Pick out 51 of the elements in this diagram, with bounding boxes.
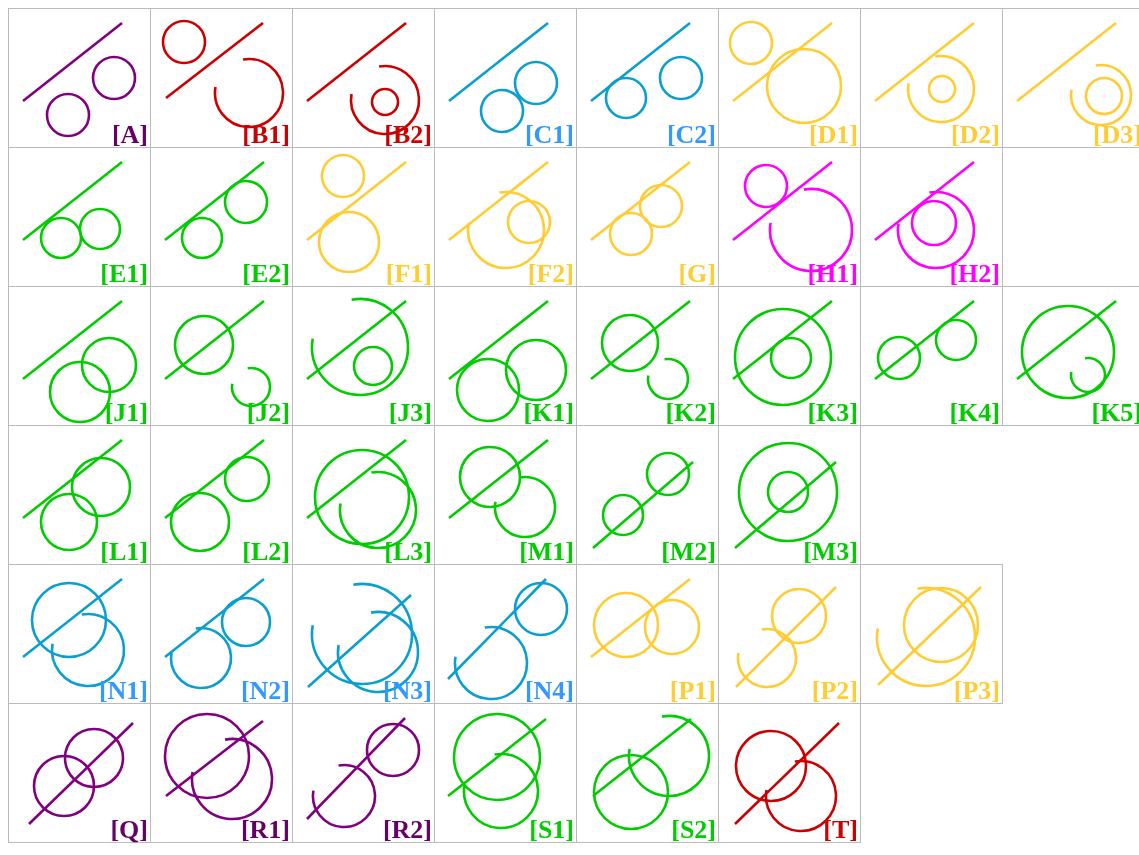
grid-cell <box>1002 8 1139 148</box>
grid-cell <box>8 703 151 843</box>
cell-label: [E1] <box>100 259 148 289</box>
cell-label: [N3] <box>382 676 432 706</box>
grid-cell <box>292 8 435 148</box>
cell-label: [A] <box>111 120 148 150</box>
cell-label: [J1] <box>104 398 148 428</box>
cell-label: [M3] <box>803 537 858 567</box>
cell-label: [C1] <box>524 120 574 150</box>
grid-cell <box>718 8 861 148</box>
cell-label: [K1] <box>523 398 574 428</box>
cell-label: [H2] <box>949 259 1000 289</box>
cell-label: [C2] <box>666 120 716 150</box>
grid-cell <box>860 8 1003 148</box>
cell-label: [R2] <box>382 815 432 845</box>
grid-cell <box>860 564 1003 704</box>
cell-label: [G] <box>678 259 716 289</box>
cell-label: [F1] <box>385 259 432 289</box>
grid-cell <box>576 8 719 148</box>
cell-label: [N4] <box>524 676 574 706</box>
cell-label: [T] <box>823 815 858 845</box>
cell-label: [K2] <box>665 398 716 428</box>
cell-label: [M2] <box>661 537 716 567</box>
cell-label: [L1] <box>100 537 148 567</box>
grid-cell <box>8 8 151 148</box>
grid-cell <box>434 8 577 148</box>
cell-label: [P1] <box>669 676 716 706</box>
cell-label: [B2] <box>384 120 432 150</box>
cell-label: [M1] <box>519 537 574 567</box>
cell-label: [J3] <box>388 398 432 428</box>
cell-label: [Q] <box>110 815 148 845</box>
cell-label: [E2] <box>242 259 290 289</box>
cell-label: [S2] <box>671 815 716 845</box>
grid-cell <box>718 703 861 843</box>
cell-label: [S1] <box>529 815 574 845</box>
cell-label: [K4] <box>949 398 1000 428</box>
grid-cell <box>1002 286 1139 426</box>
cell-label: [R1] <box>240 815 290 845</box>
cell-label: [K3] <box>807 398 858 428</box>
cell-label: [D2] <box>950 120 1000 150</box>
cell-label: [P3] <box>953 676 1000 706</box>
cell-label: [B1] <box>242 120 290 150</box>
cell-label: [L2] <box>242 537 290 567</box>
cell-label: [P2] <box>811 676 858 706</box>
cell-label: [D1] <box>808 120 858 150</box>
cell-label: [L3] <box>384 537 432 567</box>
cell-label: [N1] <box>98 676 148 706</box>
cell-label: [N2] <box>240 676 290 706</box>
cell-label: [F2] <box>527 259 574 289</box>
cell-label: [J2] <box>246 398 290 428</box>
grid-cell <box>150 8 293 148</box>
